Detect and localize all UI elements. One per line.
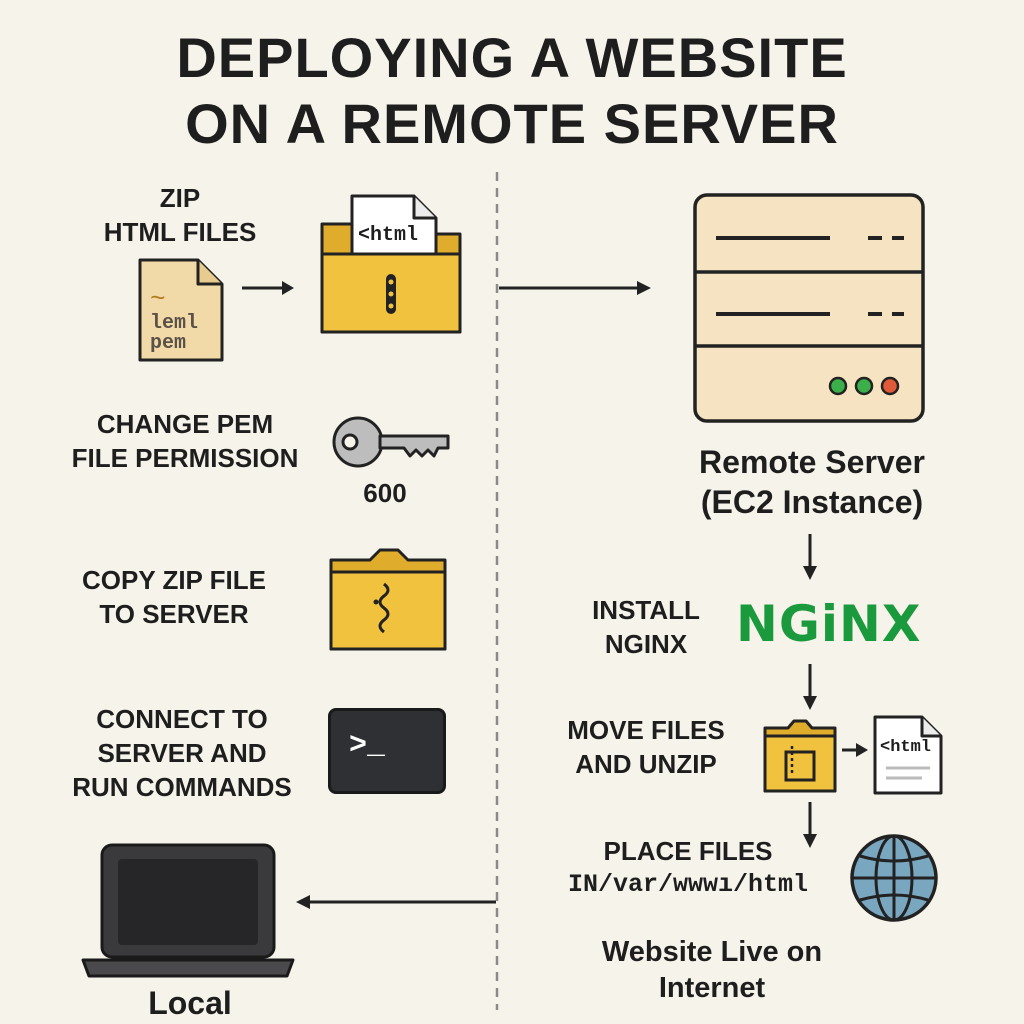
step-copy-line1: COPY ZIP FILE [82,565,266,595]
file-text-2: pem [150,332,187,355]
step-zip-line2: HTML FILES [103,217,257,247]
page-title-line1: DEPLOYING A WEBSITE [176,26,848,89]
local-label: Local [148,985,232,1021]
step-pem-label: CHANGE PEM FILE PERMISSION [55,407,315,475]
file-text-squiggle: ~ [150,284,166,314]
step-connect-line3: RUN COMMANDS [72,772,292,802]
page-title-line2: ON A REMOTE SERVER [185,92,839,155]
server-label: Remote Server (EC2 Instance) [652,442,972,522]
step-connect-label: CONNECT TO SERVER AND RUN COMMANDS [60,702,304,804]
folder-icon [762,718,838,794]
server-icon [692,192,926,424]
step-copy-line2: TO SERVER [99,599,249,629]
html-file-icon: <html [872,714,944,796]
terminal-icon: >_ [328,708,446,794]
step-pem-line1: CHANGE PEM [96,409,274,439]
arrow-down-1 [803,534,817,580]
live-label: Website Live on Internet [562,934,862,1006]
arrow-to-server [499,281,651,295]
zip-folder-icon [328,546,448,652]
step-place-line1: PLACE FILES [603,836,773,866]
step-connect-line1: CONNECT TO [96,704,268,734]
step-nginx-line1: INSTALL [592,595,700,625]
live-label-line1: Website Live on [601,936,823,968]
step-zip-line1: ZIP [159,183,201,213]
step-connect-line2: SERVER AND [97,738,267,768]
step-place-line2: IN/var/wwwı/html [567,870,809,899]
step-nginx-label: INSTALL NGINX [566,593,726,661]
arrow-zip [242,281,294,295]
step-zip-label: ZIP HTML FILES [80,181,280,249]
folder-html-icon: <html [318,194,464,338]
arrow-down-2 [803,664,817,710]
step-nginx-line2: NGINX [604,629,688,659]
step-move-line2: AND UNZIP [575,749,717,779]
arrow-to-local [296,895,496,909]
laptop-icon [80,842,296,980]
terminal-prompt: >_ [349,729,386,763]
arrow-folder-to-file [842,743,868,757]
key-icon [330,414,454,474]
file-zip-icon: ~ leml pem [136,256,226,364]
step-place-label: PLACE FILES IN/var/wwwı/html [538,834,838,902]
step-copy-label: COPY ZIP FILE TO SERVER [62,563,286,631]
step-pem-line2: FILE PERMISSION [71,443,299,473]
html-file-text: <html [880,738,932,757]
nginx-logo: NGiNX [736,595,922,653]
live-label-line2: Internet [658,972,766,1004]
step-move-line1: MOVE FILES [567,715,725,745]
folder-doc-text: <html [358,224,419,247]
step-move-label: MOVE FILES AND UNZIP [548,713,744,781]
server-label-line2: (EC2 Instance) [700,484,924,520]
file-text-1: leml [150,312,199,335]
arrow-down-3 [803,802,817,848]
globe-icon [848,832,940,924]
permission-value: 600 [363,478,407,508]
server-label-line1: Remote Server [699,444,925,480]
